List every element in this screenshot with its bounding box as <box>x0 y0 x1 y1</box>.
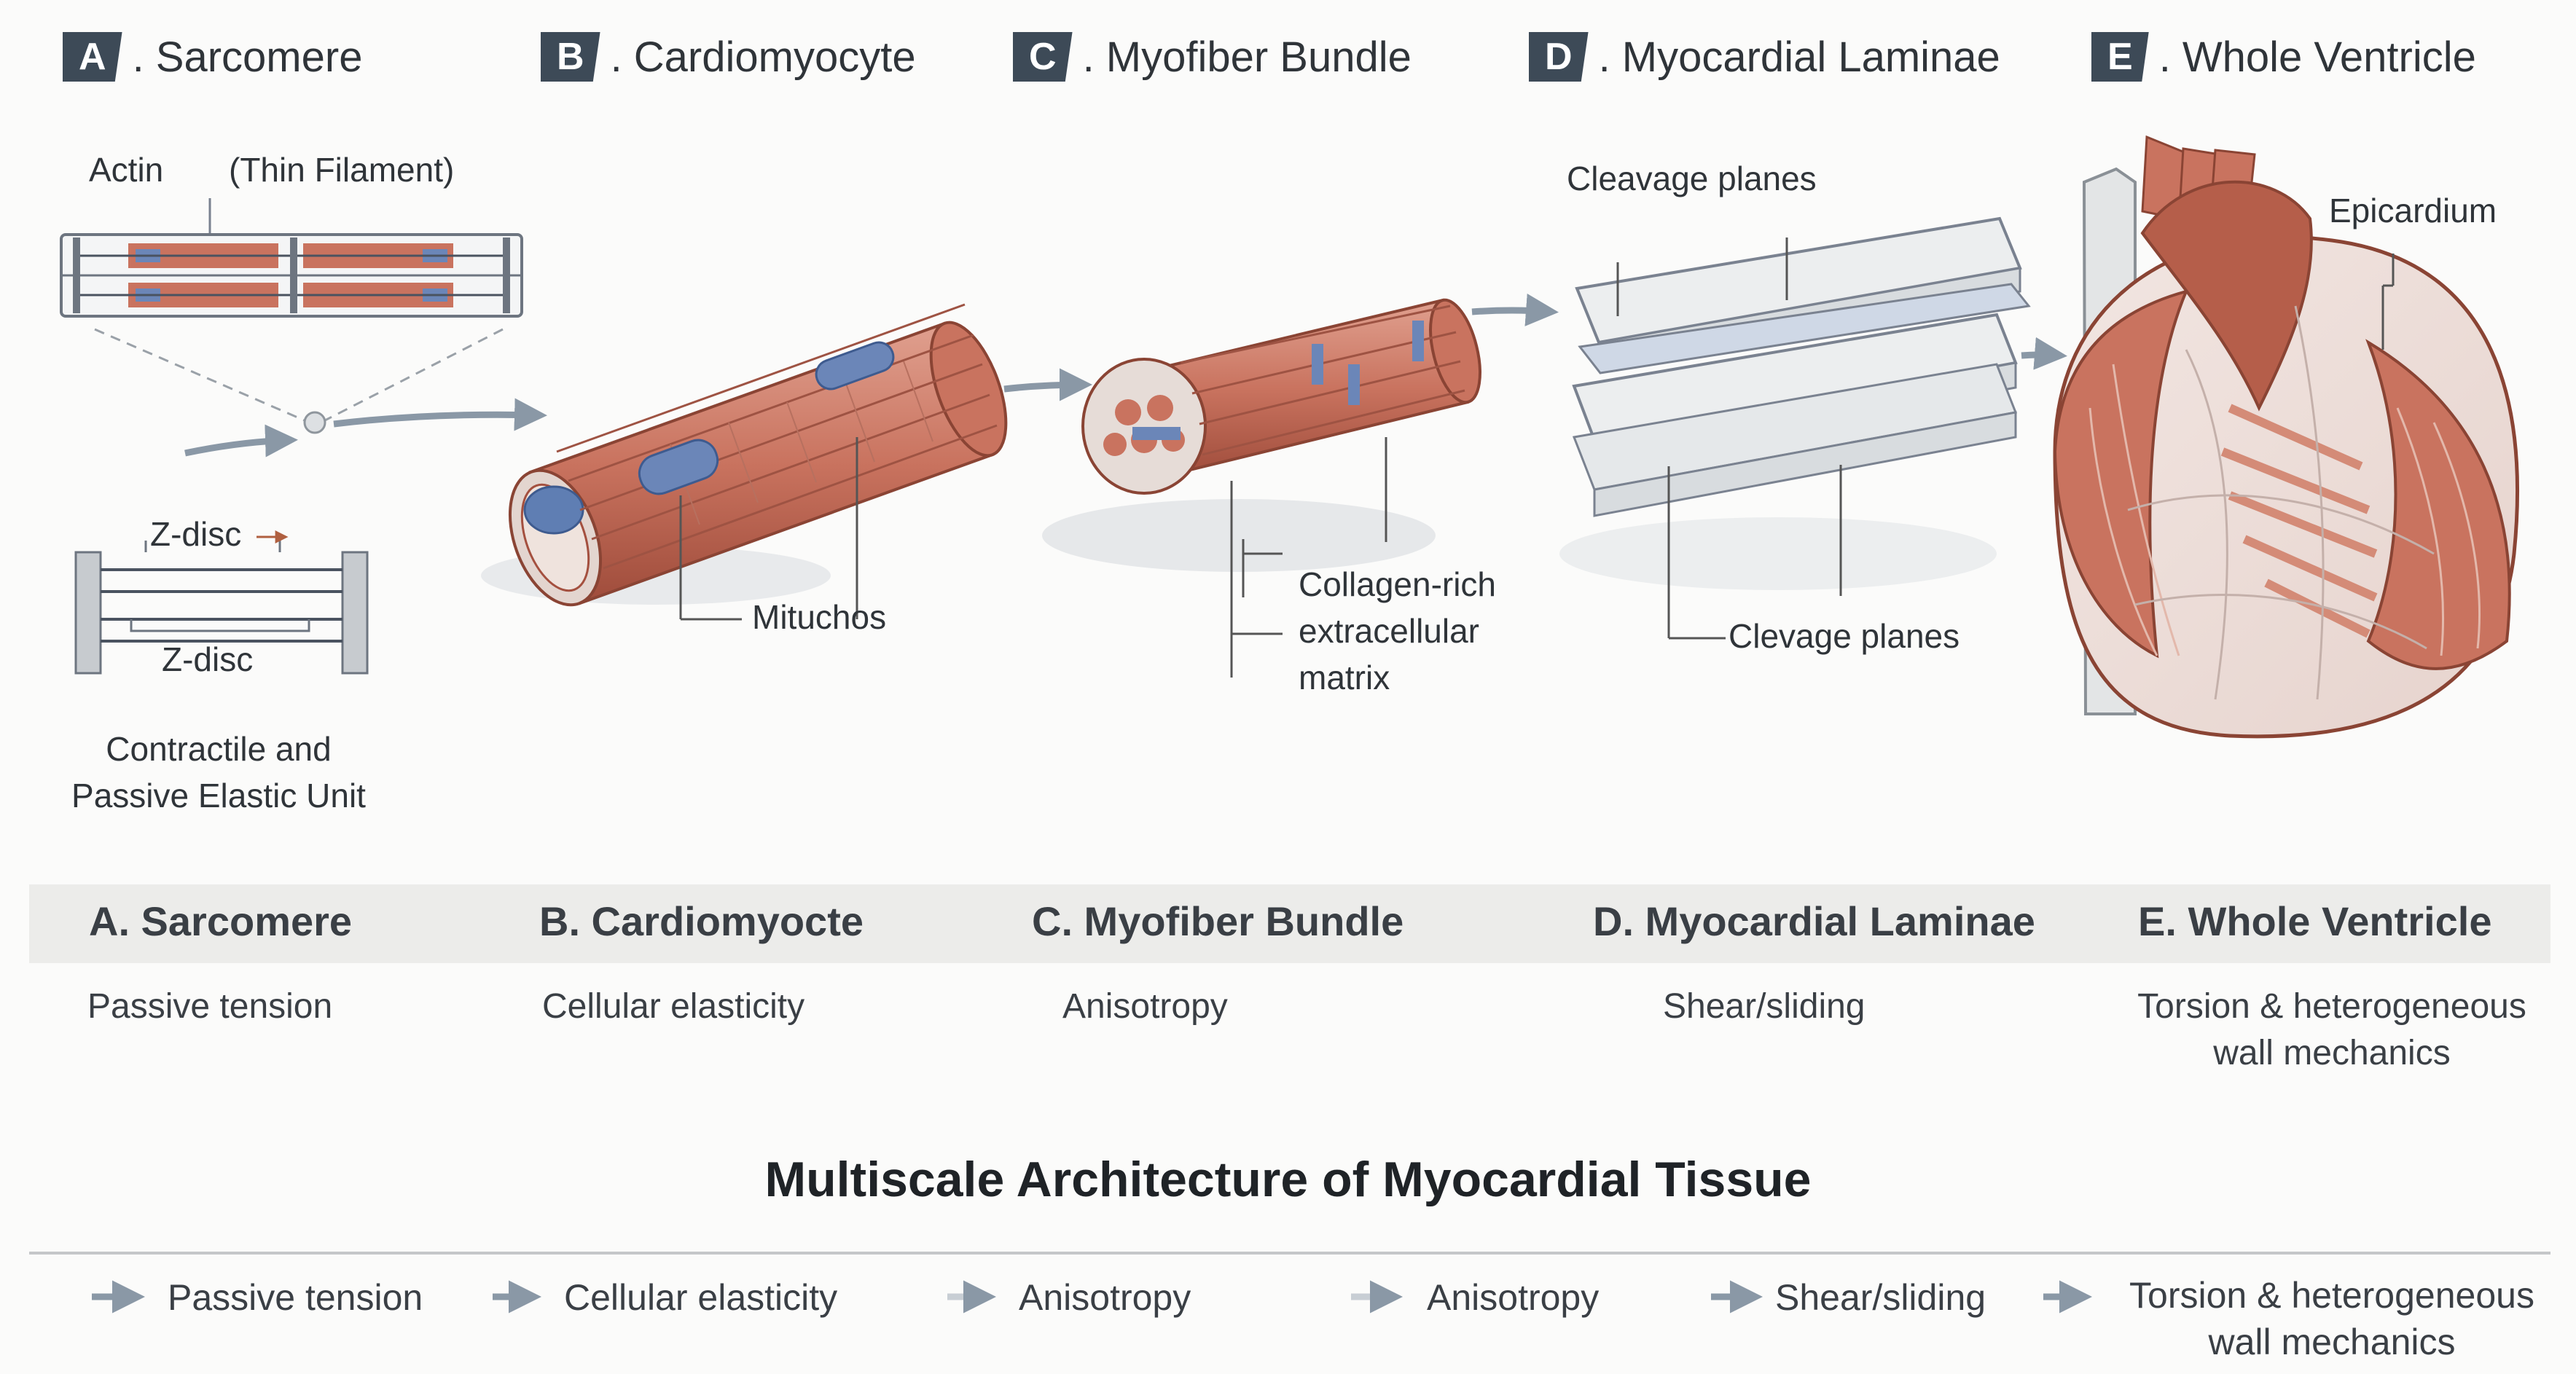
property-passive-tension: Passive tension <box>87 987 333 1026</box>
cleavage-planes-top-label: Cleavage planes <box>1567 160 1817 197</box>
ecm-line: Collagen-rich <box>1299 565 1497 603</box>
property-cellular-elasticity: Cellular elasticity <box>542 987 805 1026</box>
summary-band <box>29 884 2550 963</box>
footer-cellular-elasticity: Cellular elasticity <box>564 1277 838 1318</box>
property-torsion: Torsion & heterogeneous wall mechanics <box>2099 984 2565 1077</box>
property-line: Torsion & heterogeneous <box>2137 987 2526 1026</box>
header-badge: B <box>541 32 600 82</box>
property-shear-sliding: Shear/sliding <box>1663 987 1866 1026</box>
thin-filament-label: (Thin Filament) <box>229 151 455 189</box>
header-title: . Myocardial Laminae <box>1598 33 2000 81</box>
footer-anisotropy: Anisotropy <box>1019 1277 1191 1318</box>
footer-line: Torsion & heterogeneous <box>2129 1275 2534 1316</box>
header-badge: E <box>2091 32 2149 82</box>
myocardial-laminae-diagram <box>1559 216 2031 640</box>
header-myocardial-laminae: D . Myocardial Laminae <box>1529 32 2000 82</box>
header-badge: D <box>1529 32 1589 82</box>
sarcomere-diagram <box>60 198 547 675</box>
footer-passive-tension: Passive tension <box>168 1277 423 1318</box>
epicardium-label: Epicardium <box>2329 192 2497 229</box>
mitochondria-label: Mituchos <box>752 598 887 636</box>
header-cardiomyocyte: B . Cardiomyocyte <box>541 32 916 82</box>
header-badge: A <box>63 32 122 82</box>
header-whole-ventricle: E . Whole Ventricle <box>2091 32 2476 82</box>
sarcomere-caption: Contractile and Passive Elastic Unit <box>15 726 423 819</box>
band-stage-cardiomyocyte: B. Cardiomyocte <box>539 898 864 944</box>
cleavage-planes-bottom-label: Clevage planes <box>1729 617 1960 655</box>
band-stage-sarcomere: A. Sarcomere <box>89 898 353 944</box>
header-badge: C <box>1013 32 1073 82</box>
ecm-label: Collagen-rich extracellular matrix <box>1299 561 1496 701</box>
property-anisotropy: Anisotropy <box>1062 987 1228 1026</box>
property-line: wall mechanics <box>2213 1034 2451 1072</box>
band-stage-myofiber-bundle: C. Myofiber Bundle <box>1032 898 1404 944</box>
caption-line: Contractile and <box>106 730 332 768</box>
header-title: . Whole Ventricle <box>2158 33 2476 81</box>
header-sarcomere: A . Sarcomere <box>63 32 362 82</box>
zdisc-top-label: Z-disc <box>150 515 242 553</box>
actin-label: Actin <box>89 151 164 189</box>
caption-line: Passive Elastic Unit <box>71 777 366 814</box>
header-myofiber-bundle: C . Myofiber Bundle <box>1013 32 1412 82</box>
footer-torsion: Torsion & heterogeneous wall mechanics <box>2099 1272 2565 1365</box>
footer-shear-sliding: Shear/sliding <box>1775 1277 1986 1318</box>
header-title: . Myofiber Bundle <box>1082 33 1412 81</box>
footer-line: wall mechanics <box>2208 1322 2456 1362</box>
figure-title: Multiscale Architecture of Myocardial Ti… <box>764 1152 1812 1207</box>
header-title: . Cardiomyocyte <box>610 33 916 81</box>
band-stage-whole-ventricle: E. Whole Ventricle <box>2138 898 2492 944</box>
whole-ventricle-diagram <box>2053 135 2519 739</box>
zdisc-bottom-label: Z-disc <box>162 640 254 678</box>
ecm-line: extracellular <box>1299 612 1479 650</box>
myofiber-bundle-diagram <box>1042 298 1481 678</box>
ecm-line: matrix <box>1299 659 1390 696</box>
title-divider <box>29 1252 2550 1255</box>
band-stage-myocardial-laminae: D. Myocardial Laminae <box>1593 898 2035 944</box>
footer-anisotropy-2: Anisotropy <box>1427 1277 1600 1318</box>
header-title: . Sarcomere <box>132 33 363 81</box>
cardiomyocyte-diagram <box>481 303 1008 621</box>
